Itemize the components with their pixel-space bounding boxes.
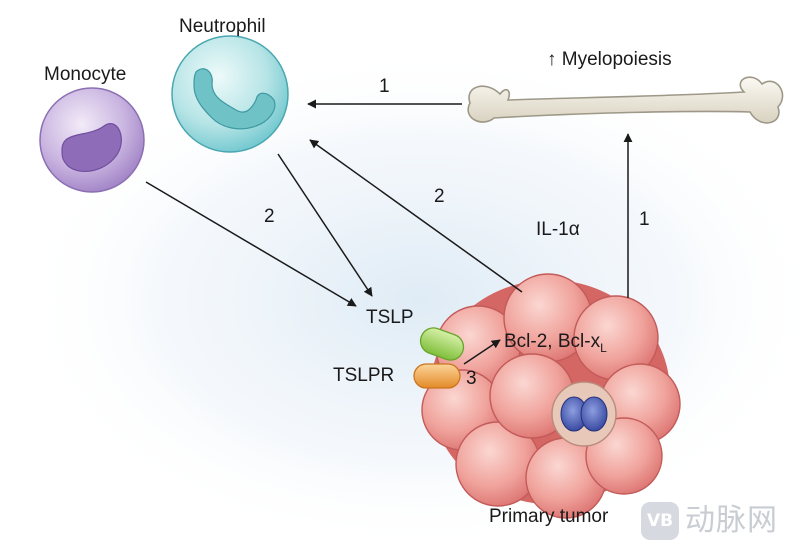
bone-icon (467, 76, 784, 124)
watermark-logo-text: VB (646, 511, 674, 531)
il1a-label: IL-1α (536, 219, 580, 240)
bcl-text: Bcl-2, Bcl-x (504, 331, 601, 352)
myelopoiesis-label: ↑ Myelopoiesis (547, 50, 672, 69)
neutrophil-cell (171, 35, 289, 153)
up-arrow-icon: ↑ (547, 49, 557, 70)
step-number-tslpr-to-bcl: 3 (466, 368, 477, 389)
neutrophil-label: Neutrophil (179, 16, 266, 37)
neutrophil-nucleus (193, 68, 276, 130)
tslpr-receptor-icon (413, 363, 461, 389)
tslp-ligand-icon (419, 327, 465, 361)
step-number-monocyte-to-tslp: 2 (264, 206, 275, 227)
tumor-nucleus-right (580, 396, 608, 432)
tslp-label: TSLP (366, 307, 414, 328)
myelopoiesis-text: Myelopoiesis (561, 49, 672, 70)
monocyte-cell (39, 87, 145, 193)
arrow-tslpr-to-bcl (463, 339, 501, 365)
step-number-tumor-to-neutrophil: 2 (434, 186, 445, 207)
monocyte-nucleus (61, 123, 122, 173)
arrow-tumor-to-neutrophil (309, 139, 523, 293)
bcl-subscript: L (600, 340, 607, 355)
tslpr-label: TSLPR (333, 365, 395, 386)
step-number-bone-to-neutrophil: 1 (379, 76, 390, 97)
bcl-label: Bcl-2, Bcl-xL (504, 332, 607, 354)
arrow-neutrophil-to-tslp (277, 153, 373, 297)
watermark-logo-icon: VB (641, 502, 679, 540)
monocyte-label: Monocyte (44, 64, 127, 85)
neutrophil-membrane (171, 35, 289, 153)
arrow-monocyte-to-tslp (145, 181, 357, 307)
step-number-tumor-to-bone: 1 (639, 209, 650, 230)
primary-tumor (421, 273, 681, 519)
watermark-text: 动脉网 (685, 503, 778, 538)
primary-tumor-label: Primary tumor (489, 506, 609, 527)
